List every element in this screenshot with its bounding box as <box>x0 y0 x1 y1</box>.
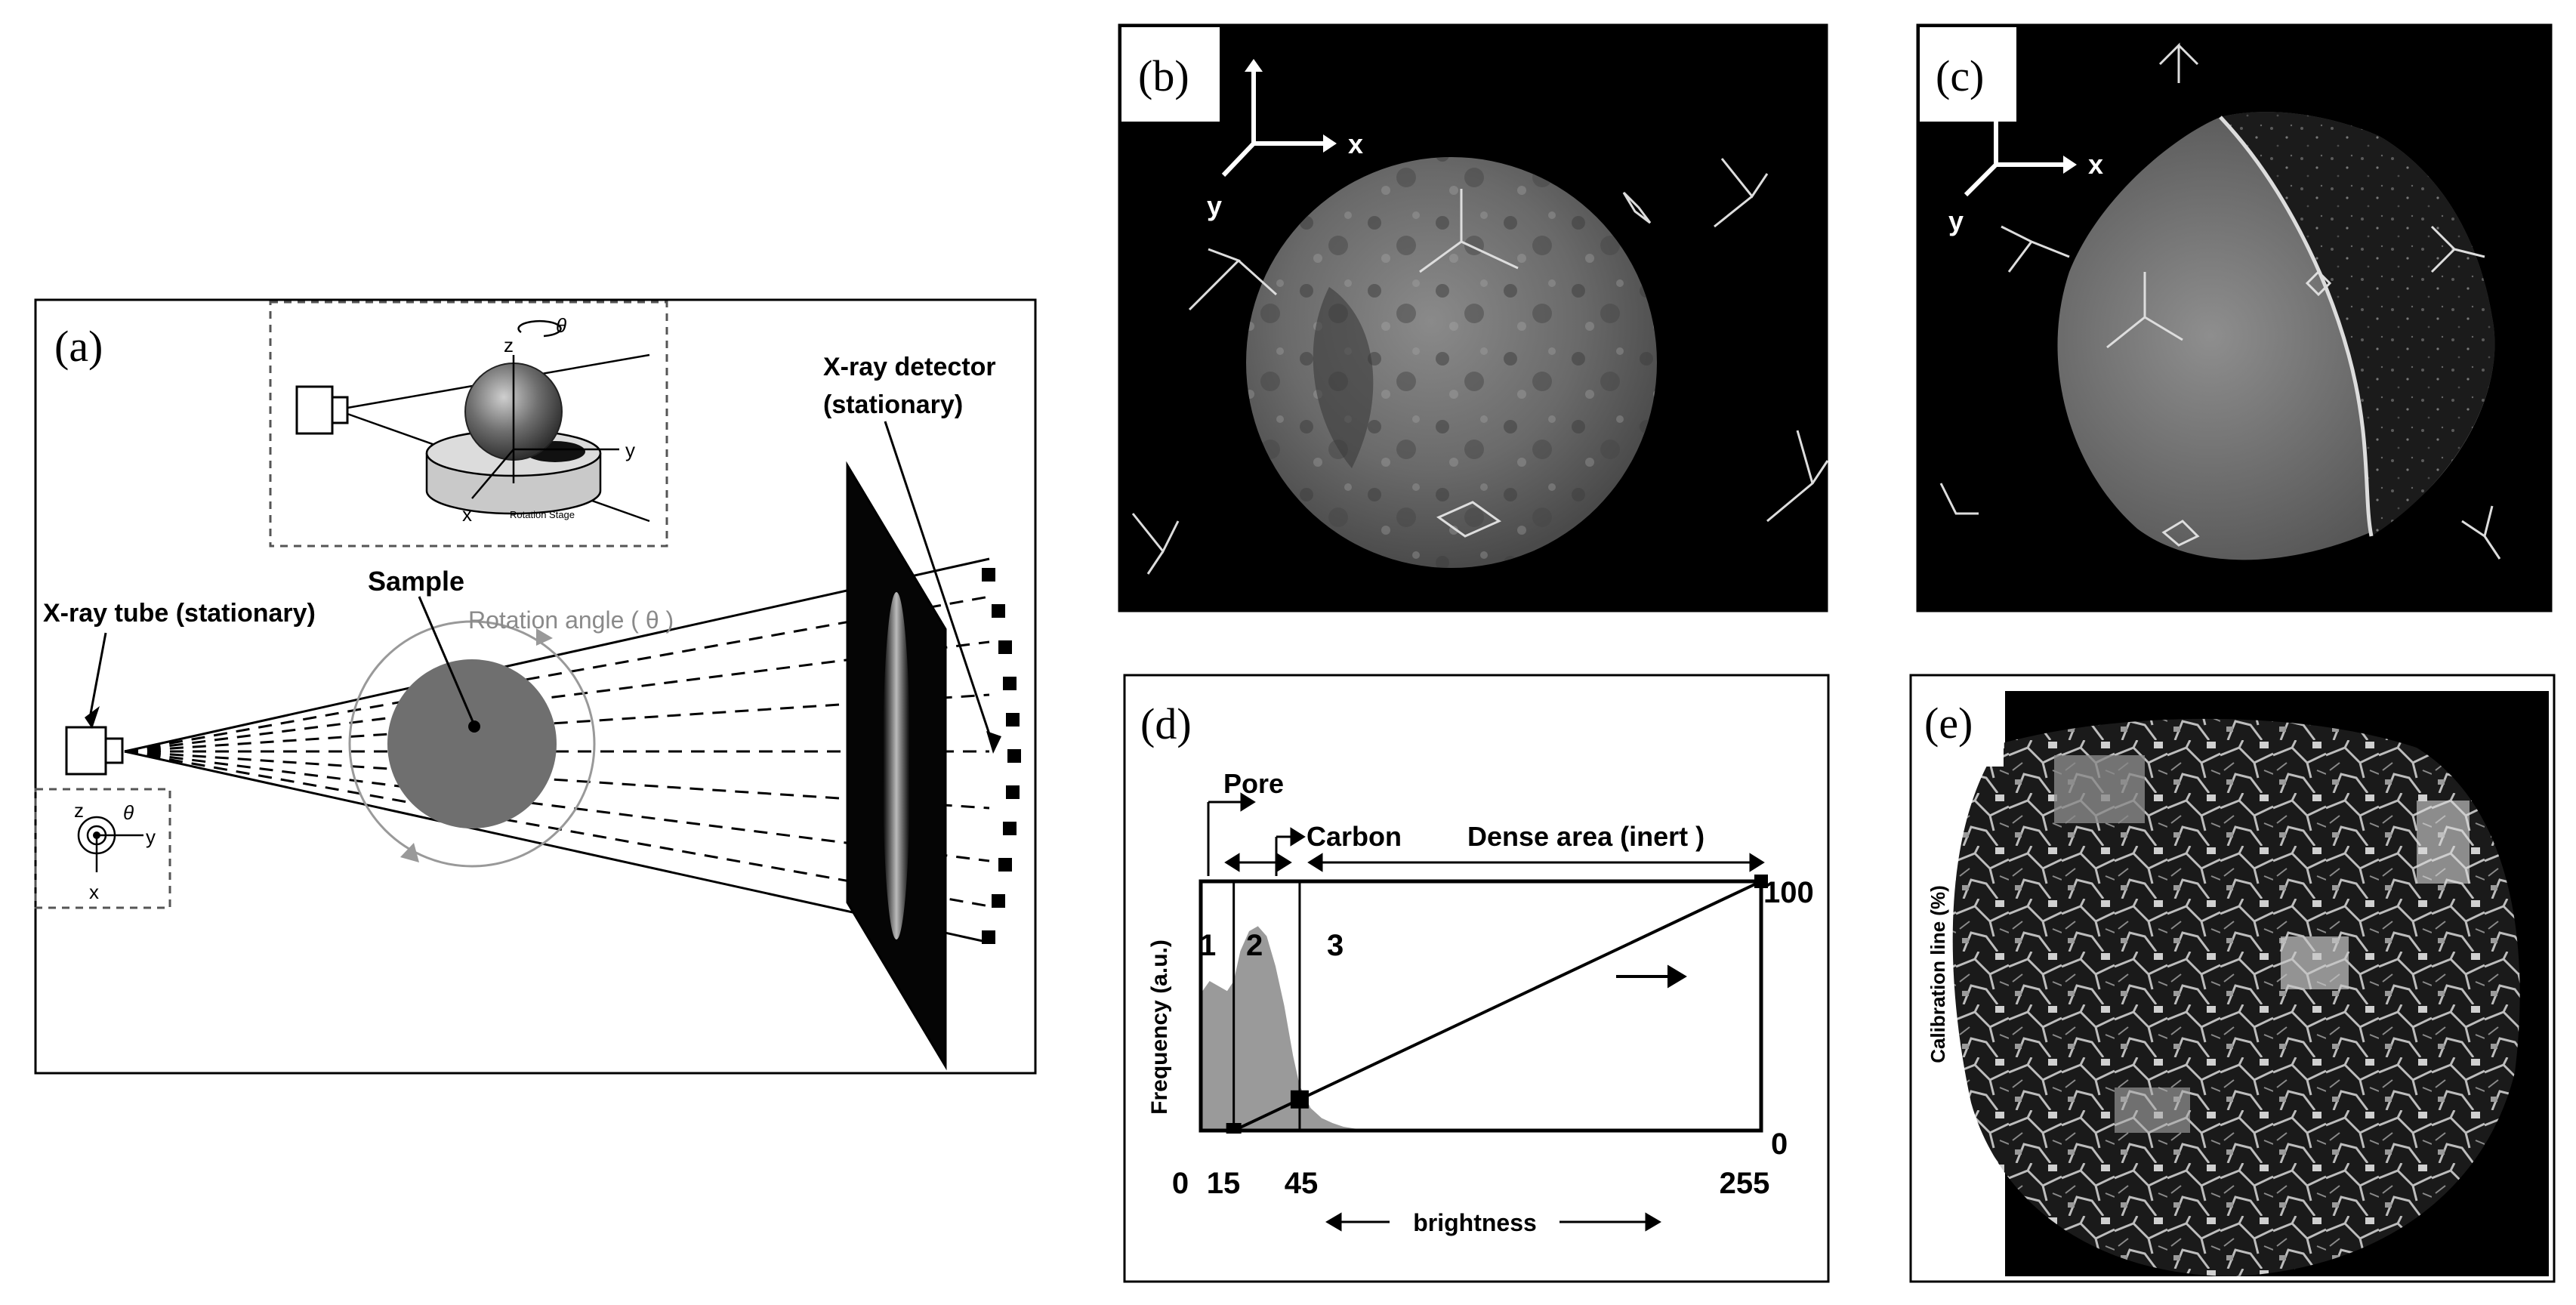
calibration-line <box>1232 880 1762 1132</box>
brightness-ticks: 0 15 45 255 <box>1172 1167 1770 1200</box>
detector-label-line1: X-ray detector <box>823 353 996 381</box>
calibration-marker-15 <box>1226 1123 1242 1134</box>
frequency-axis-label: Frequency (a.u.) <box>1147 939 1172 1115</box>
inset-x-axis <box>471 449 514 499</box>
small-theta-label: θ <box>123 801 134 824</box>
histogram-plot <box>1199 875 1768 1134</box>
inset-rotation-arrow <box>517 319 562 338</box>
panel-c-label: (c) <box>1936 51 1984 100</box>
inset-theta-label: θ <box>556 314 566 337</box>
panel-b-axis-x: x <box>1348 128 1363 159</box>
calibration-arrow <box>1616 964 1687 989</box>
cut-face <box>2220 112 2495 537</box>
calibration-marker-45 <box>1290 1090 1309 1109</box>
dense-area-label: Dense area (inert ) <box>1467 821 1704 852</box>
rotation-circle <box>348 620 596 868</box>
small-y-label: y <box>146 825 156 848</box>
sample-pointer <box>418 596 476 726</box>
inset-x-label: x <box>462 503 472 526</box>
inset-stage-label: Rotation Stage <box>510 509 575 520</box>
histogram-frame <box>1199 879 1763 1133</box>
small-z-label: z <box>74 799 84 822</box>
projection-shadow <box>883 592 910 939</box>
xray-tube-icon <box>65 726 124 776</box>
x-tick-45: 45 <box>1285 1167 1319 1200</box>
region-1-label: 1 <box>1199 929 1216 962</box>
region-brackets <box>1207 792 1765 876</box>
calibration-top-tick: 100 <box>1763 876 1814 909</box>
calibration-bottom-tick: 0 <box>1771 1128 1788 1161</box>
panel-a: (a) z θ y x Rotation Stage <box>34 298 1037 1075</box>
carbon-label: Carbon <box>1307 821 1402 852</box>
x-tick-255: 255 <box>1720 1167 1770 1200</box>
tube-axes-inset: z θ y x <box>34 788 171 909</box>
porous-cross-section <box>1952 718 2520 1276</box>
sample-label: Sample <box>368 566 464 597</box>
rotation-angle-label: Rotation angle ( θ ) <box>468 606 674 634</box>
region-2-label: 2 <box>1246 929 1263 962</box>
xray-tube-pointer <box>89 632 107 714</box>
panel-c: (c) x y <box>1916 23 2553 612</box>
inset-tube-icon <box>295 385 334 435</box>
inset-y-label: y <box>625 439 635 461</box>
inset-z-label: z <box>504 334 514 356</box>
panel-e-label: (e) <box>1924 699 1973 748</box>
panel-b: (b) x y <box>1118 23 1829 612</box>
x-tick-0: 0 <box>1172 1167 1189 1200</box>
panel-d-label: (d) <box>1140 699 1192 748</box>
panel-c-axis-x: x <box>2088 149 2103 180</box>
histogram-area <box>1201 926 1399 1131</box>
panel-e: (e) Calibration line (%) <box>1909 674 2556 1283</box>
xray-beams <box>124 557 990 944</box>
sample-disc <box>387 659 557 828</box>
panel-d: (d) Pore Carbon Dense area (inert ) 1 2 … <box>1123 674 1830 1283</box>
x-tick-15: 15 <box>1207 1167 1241 1200</box>
panel-c-axis-y: y <box>1948 205 1964 236</box>
panel-b-axis-y: y <box>1207 190 1222 221</box>
calibration-end-marker <box>1754 875 1768 888</box>
calibration-side-label: Calibration line (%) <box>1927 885 1949 1063</box>
panel-c-orientation-markers <box>1939 42 2501 560</box>
pore-label: Pore <box>1223 768 1284 799</box>
panel-b-label: (b) <box>1138 51 1189 100</box>
brightness-arrows <box>1325 1212 1661 1232</box>
xray-tube-label: X-ray tube (stationary) <box>43 599 316 628</box>
small-x-label: x <box>89 881 99 903</box>
rotation-stage-inset: z θ y x Rotation Stage <box>269 301 668 548</box>
brightness-axis-label: brightness <box>1413 1209 1537 1236</box>
region-3-label: 3 <box>1327 929 1344 962</box>
panel-a-label: (a) <box>54 322 103 371</box>
detector-label-line2: (stationary) <box>823 390 963 419</box>
detector-pointer <box>884 421 992 739</box>
panel-b-orientation-markers <box>1131 158 1829 575</box>
detector-elements <box>982 568 1021 944</box>
